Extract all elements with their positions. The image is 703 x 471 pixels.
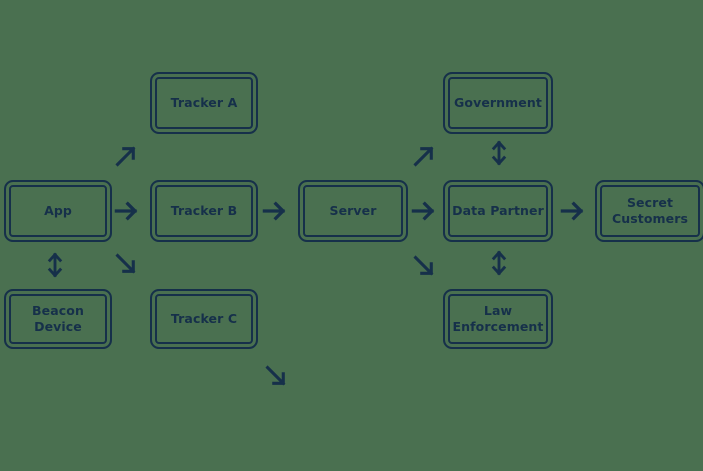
arrow-data-partner-law-bidir: [486, 250, 512, 276]
node-label-data-partner: Data Partner: [452, 203, 544, 219]
node-label-tracker-a: Tracker A: [170, 95, 238, 111]
arrow-server-to-law-enforcement: [410, 252, 438, 280]
node-tracker-b[interactable]: Tracker B: [150, 180, 258, 242]
arrow-app-to-tracker-b: [114, 196, 144, 226]
arrow-data-partner-to-secret: [560, 196, 590, 226]
node-beacon-device[interactable]: Beacon Device: [4, 289, 112, 349]
node-law-enforcement[interactable]: Law Enforcement: [443, 289, 553, 349]
node-label-app: App: [44, 203, 72, 219]
arrow-server-to-government: [410, 142, 438, 170]
node-app[interactable]: App: [4, 180, 112, 242]
node-data-partner[interactable]: Data Partner: [443, 180, 553, 242]
arrow-tracker-c-to-offscreen: [262, 362, 290, 390]
arrow-tracker-b-to-server: [262, 196, 292, 226]
arrow-app-beacon-device-bidir: [42, 252, 68, 278]
node-label-beacon-device: Beacon Device: [32, 303, 84, 334]
node-secret-customers[interactable]: Secret Customers: [595, 180, 703, 242]
node-label-server: Server: [329, 203, 377, 219]
node-government[interactable]: Government: [443, 72, 553, 134]
node-label-tracker-b: Tracker B: [170, 203, 238, 219]
node-server[interactable]: Server: [298, 180, 408, 242]
node-tracker-a[interactable]: Tracker A: [150, 72, 258, 134]
node-label-law-enforcement: Law Enforcement: [452, 303, 544, 334]
node-label-government: Government: [454, 95, 542, 111]
arrow-app-to-tracker-c: [112, 250, 140, 278]
arrow-server-to-data-partner: [411, 196, 441, 226]
arrow-app-to-tracker-a: [112, 142, 140, 170]
node-tracker-c[interactable]: Tracker C: [150, 289, 258, 349]
node-label-tracker-c: Tracker C: [170, 311, 238, 327]
arrow-government-data-partner-bidir: [486, 140, 512, 166]
node-label-secret-customers: Secret Customers: [611, 195, 689, 226]
